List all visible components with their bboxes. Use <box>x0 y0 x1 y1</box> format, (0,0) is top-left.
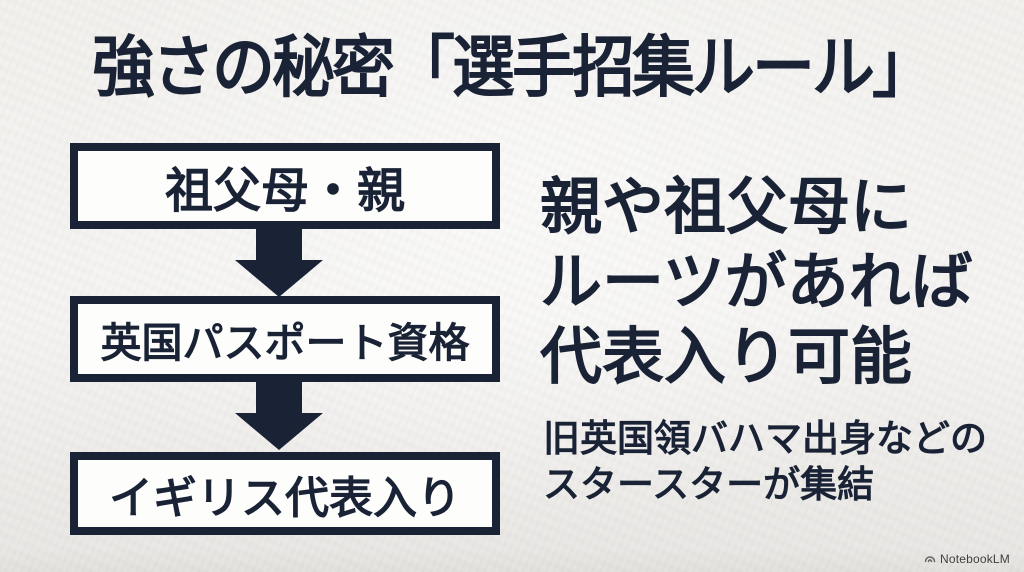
down-arrow-icon <box>235 382 323 450</box>
down-arrow-icon <box>235 229 323 297</box>
subtext: 旧英国領バハマ出身などの スタースターが集結 <box>543 416 987 508</box>
flow-step-uk-passport: 英国パスポート資格 <box>70 296 500 382</box>
page-title: 強さの秘密「選手招集ルール」 <box>92 31 935 106</box>
watermark: NotebookLM <box>924 552 1010 566</box>
flow-step-label: イギリス代表入り <box>109 473 461 523</box>
flow-step-label: 英国パスポート資格 <box>100 320 470 366</box>
headline-line: 代表入り可能 <box>540 323 913 392</box>
flow-step-grandparents: 祖父母・親 <box>70 143 500 229</box>
flow-step-label: 祖父母・親 <box>164 165 405 218</box>
flow-step-england-team: イギリス代表入り <box>70 452 500 535</box>
subtext-line: スタースターが集結 <box>543 464 875 505</box>
headline-text: 親や祖父母に ルーツがあれば 代表入り可能 <box>540 170 973 395</box>
watermark-label: NotebookLM <box>939 552 1010 566</box>
headline-line: ルーツがあれば <box>540 248 973 317</box>
headline-line: 親や祖父母に <box>540 173 913 242</box>
subtext-line: 旧英国領バハマ出身などの <box>543 418 987 459</box>
notebooklm-logo-icon <box>924 553 936 565</box>
